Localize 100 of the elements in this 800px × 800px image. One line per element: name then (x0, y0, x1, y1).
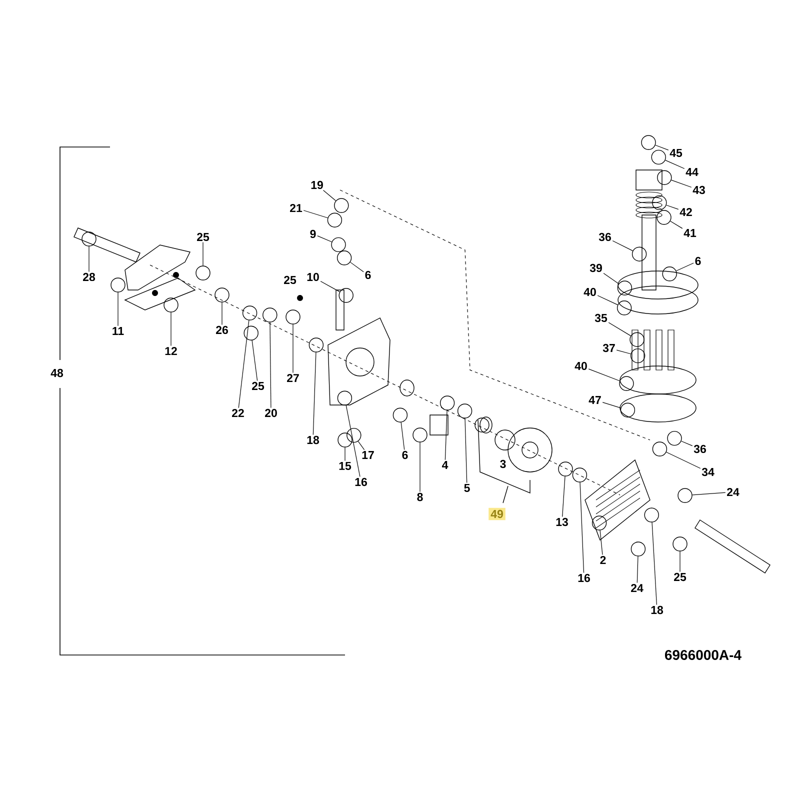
leader-line (665, 160, 685, 169)
leader-line (170, 312, 172, 346)
part-ring (346, 428, 362, 443)
part-ring (392, 408, 408, 422)
callout-number: 3 (500, 460, 506, 468)
leader-line (612, 240, 634, 252)
callout-number: 18 (307, 436, 320, 444)
leader-line (655, 144, 669, 150)
part-ring (641, 135, 656, 150)
part-ring (619, 376, 634, 391)
callout-number: 26 (216, 326, 228, 334)
leader-line (608, 322, 631, 336)
leader-line (344, 447, 346, 462)
part-ring (214, 288, 230, 302)
part-ring (336, 250, 352, 266)
leader-line (681, 440, 693, 446)
part-ring (620, 402, 636, 418)
callout-number: 12 (165, 346, 177, 355)
leader-line (238, 320, 250, 408)
part-ring (338, 432, 352, 448)
part-ring (457, 404, 472, 418)
callout-number: 49 (488, 508, 506, 520)
part-ring (678, 488, 692, 503)
leader-line (400, 422, 405, 450)
callout-number: 6 (695, 256, 701, 266)
part-ring (337, 390, 352, 406)
callout-number: 48 (50, 368, 64, 378)
callout-number: 36 (598, 232, 611, 242)
leader-line (652, 522, 657, 606)
part-ring (440, 396, 455, 410)
callout-number: 8 (417, 492, 423, 502)
callout-number: 28 (83, 272, 96, 282)
leader-line (320, 280, 340, 292)
leader-line (600, 530, 603, 556)
leader-line (692, 492, 726, 496)
part-ring (242, 306, 258, 320)
callout-number: 34 (702, 468, 714, 476)
leader-line (603, 272, 619, 284)
callout-number: 35 (594, 314, 608, 322)
callout-number: 25 (197, 232, 210, 242)
leader-line (597, 295, 618, 306)
callout-number: 25 (252, 382, 264, 390)
part-ring (558, 462, 573, 476)
callout-number: 43 (692, 186, 705, 194)
callout-number: 4 (442, 461, 448, 469)
part-ring (632, 246, 647, 262)
leader-line (666, 452, 701, 469)
part-ring (196, 266, 210, 280)
part-ring (327, 212, 342, 228)
leader-line (670, 220, 683, 229)
leader-line (312, 352, 316, 436)
callout-number: 15 (339, 462, 352, 470)
part-ring (657, 170, 672, 185)
leader-line (636, 556, 638, 584)
part-ring (672, 536, 688, 552)
leader-line (671, 180, 692, 188)
part-ring (286, 310, 300, 324)
callout-number: 45 (670, 148, 682, 157)
part-ring (652, 442, 668, 456)
leader-line (303, 210, 328, 218)
part-ring (630, 348, 646, 364)
leader-line (292, 324, 294, 374)
part-ring (630, 542, 646, 556)
leader-line (350, 262, 364, 272)
callout-number: 18 (651, 606, 664, 614)
part-ring (82, 232, 96, 246)
leader-line (317, 236, 332, 242)
callout-number: 42 (680, 208, 692, 216)
part-ring (110, 278, 126, 292)
leader-line (270, 322, 272, 408)
leader-line (202, 242, 204, 266)
callout-number: 25 (674, 572, 686, 582)
callout-number: 9 (310, 230, 316, 238)
leader-line (580, 482, 584, 574)
callout-number: 11 (112, 327, 124, 335)
leader-line (322, 190, 336, 202)
callout-number: 5 (464, 484, 470, 492)
callout-number: 21 (290, 204, 302, 212)
part-ring (662, 266, 677, 282)
callout-number: 6 (365, 270, 371, 280)
callout-number: 41 (684, 229, 696, 237)
part-ring (338, 288, 354, 303)
part-ring (630, 332, 644, 347)
leader-line (88, 246, 90, 272)
part-ring (412, 428, 428, 442)
part-ring (334, 198, 349, 213)
leader-line (346, 405, 360, 478)
callout-number: 47 (588, 396, 601, 404)
part-ring (164, 298, 178, 312)
part-ring (616, 300, 632, 316)
part-ring (244, 326, 258, 340)
leader-line (444, 410, 448, 460)
callout-number: 27 (287, 374, 299, 382)
callout-number: 13 (556, 518, 568, 526)
leader-line (666, 204, 679, 210)
part-ring (262, 308, 278, 322)
callout-number: 37 (602, 344, 615, 352)
part-ring (652, 195, 667, 210)
callout-number: 6 (402, 450, 408, 460)
part-ring (617, 280, 632, 296)
